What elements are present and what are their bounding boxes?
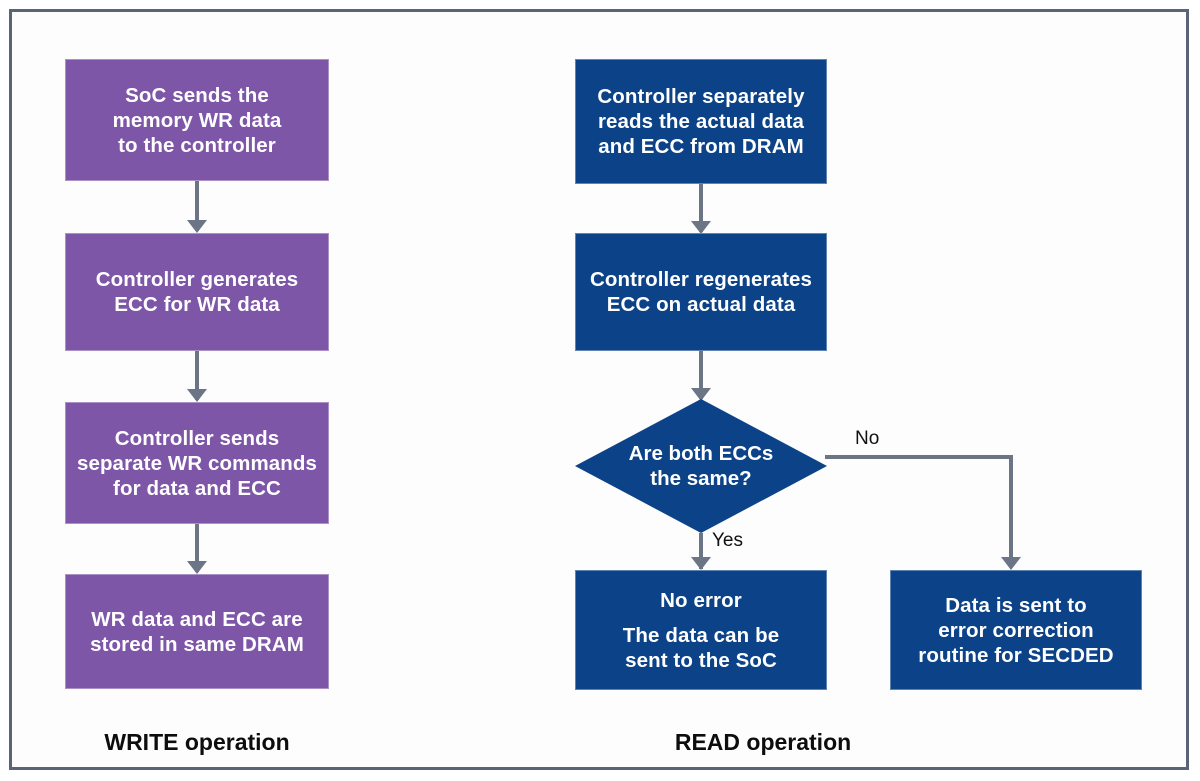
write-node-wr-data-ecc-stored: WR data and ECC are stored in same DRAM xyxy=(65,574,329,689)
read-node-controller-reads-data-ecc: Controller separately reads the actual d… xyxy=(575,59,827,184)
read-connector-2 xyxy=(699,351,703,399)
node-line: and ECC from DRAM xyxy=(598,135,804,158)
diagram-frame: SoC sends the memory WR data to the cont… xyxy=(9,9,1189,770)
no-branch-arrowhead xyxy=(1001,557,1021,570)
read-arrowhead-1 xyxy=(691,221,711,234)
node-line: ECC for WR data xyxy=(114,293,280,316)
read-node-controller-regenerates-ecc: Controller regenerates ECC on actual dat… xyxy=(575,233,827,351)
node-line: separate WR commands xyxy=(76,451,318,475)
node-line: Controller generates xyxy=(95,268,299,291)
node-line: memory WR data xyxy=(112,108,282,132)
read-outcome-error-correction: Data is sent to error correction routine… xyxy=(890,570,1142,690)
no-branch-connector-horizontal xyxy=(825,455,1013,459)
outcome-line: Data is sent to xyxy=(945,593,1087,617)
decision-line: Are both ECCs xyxy=(628,442,774,465)
node-line: SoC sends the xyxy=(125,83,269,107)
read-connector-1 xyxy=(699,184,703,232)
read-operation-label: READ operation xyxy=(674,729,852,755)
outcome-line: routine for SECDED xyxy=(918,643,1114,667)
write-connector-3 xyxy=(195,524,199,572)
write-connector-1 xyxy=(195,181,199,231)
node-line: reads the actual data xyxy=(597,110,805,133)
yes-branch-label: Yes xyxy=(712,530,743,551)
node-line: ECC on actual data xyxy=(606,293,796,316)
write-node-controller-sends-wr-commands: Controller sends separate WR commands fo… xyxy=(65,402,329,524)
node-line: Controller sends xyxy=(114,426,280,450)
node-line: Controller regenerates xyxy=(589,268,813,291)
yes-branch-arrowhead xyxy=(691,557,711,570)
write-arrowhead-3 xyxy=(187,561,207,574)
write-node-controller-generates-ecc: Controller generates ECC for WR data xyxy=(65,233,329,351)
no-branch-label: No xyxy=(855,428,880,449)
node-line: stored in same DRAM xyxy=(90,632,304,656)
write-connector-2 xyxy=(195,351,199,400)
write-node-soc-sends-wr-data: SoC sends the memory WR data to the cont… xyxy=(65,59,329,181)
no-branch-connector-vertical xyxy=(1009,455,1013,565)
outcome-line: error correction xyxy=(938,618,1094,642)
decision-line: the same? xyxy=(650,467,752,490)
node-line: WR data and ECC are xyxy=(91,607,303,631)
read-decision-are-both-eccs-same: Are both ECCs the same? xyxy=(575,399,827,533)
write-arrowhead-2 xyxy=(187,389,207,402)
read-arrowhead-2 xyxy=(691,388,711,401)
read-outcome-no-error: No error The data can be sent to the SoC xyxy=(575,570,827,690)
outcome-heading: No error xyxy=(660,588,742,612)
write-arrowhead-1 xyxy=(187,220,207,233)
outcome-line: sent to the SoC xyxy=(625,648,777,672)
outcome-line: The data can be xyxy=(622,623,780,647)
write-operation-label: WRITE operation xyxy=(104,729,290,755)
node-line: to the controller xyxy=(118,133,276,157)
node-line: for data and ECC xyxy=(113,476,281,500)
node-line: Controller separately xyxy=(597,85,805,108)
yes-branch-connector xyxy=(699,533,703,569)
